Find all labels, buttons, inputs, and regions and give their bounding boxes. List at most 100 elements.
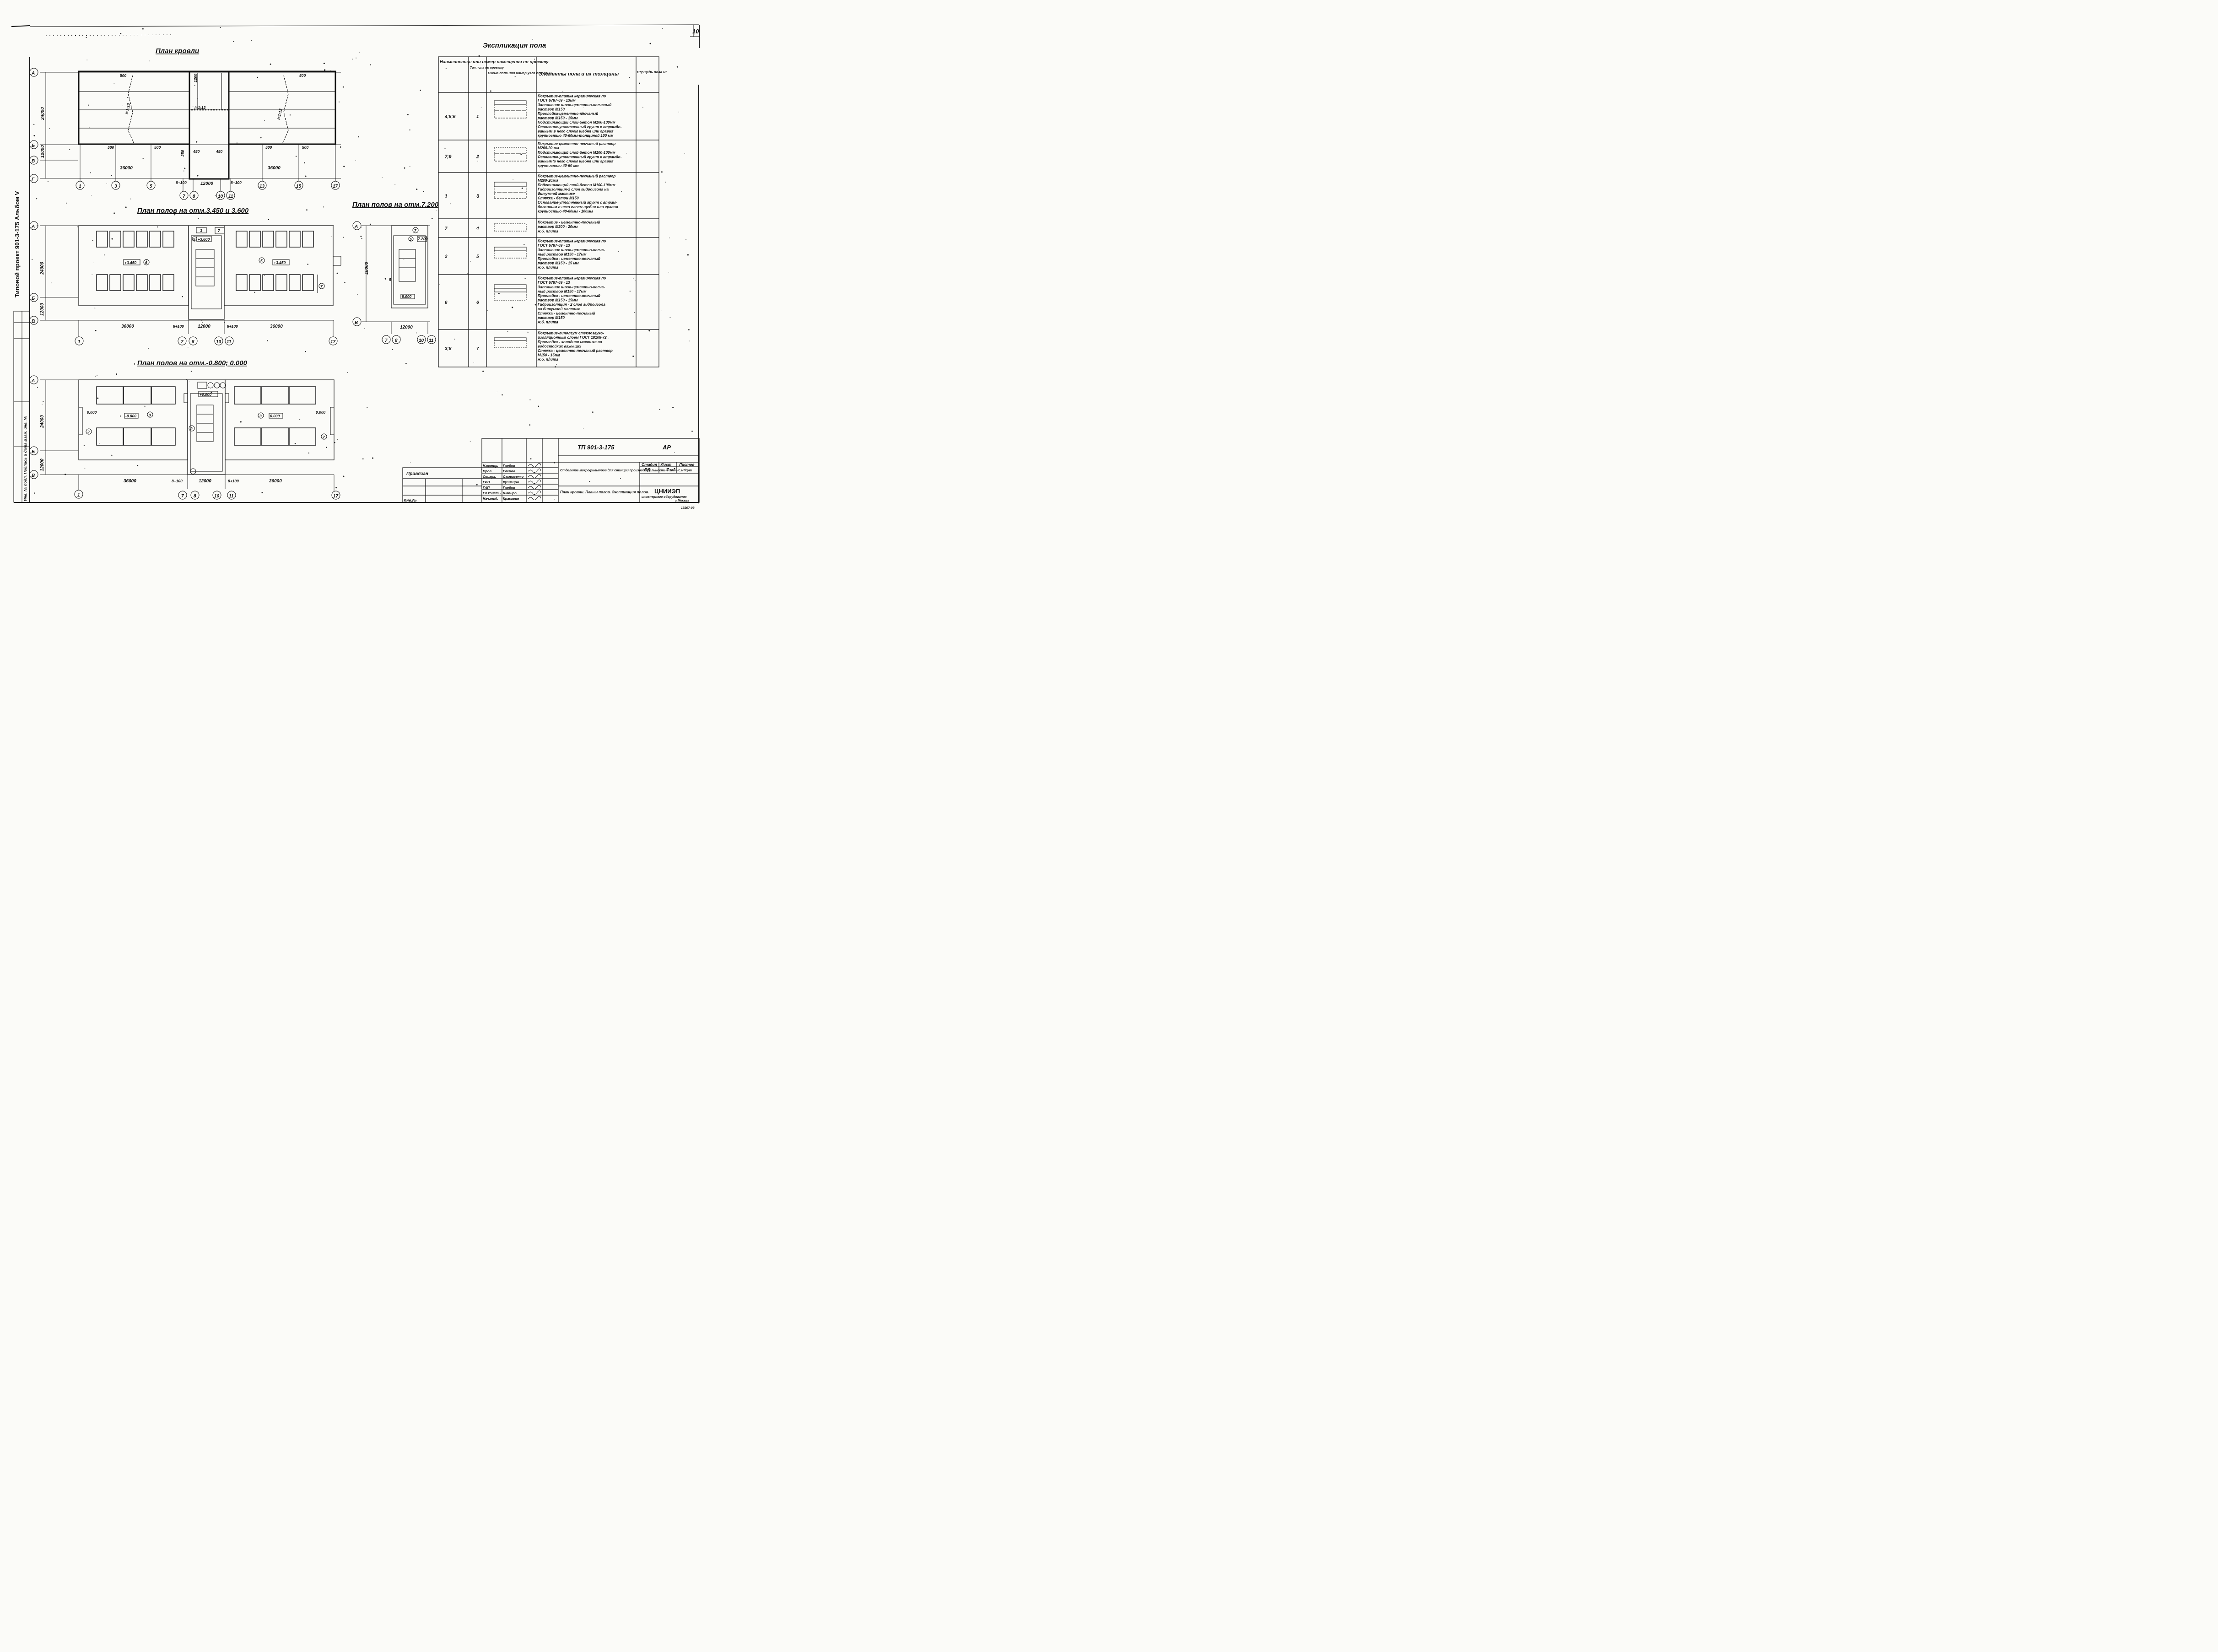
explication-element-line: Прослойка - цементно-песчаный [538,257,600,261]
scan-speck [405,362,407,364]
scan-speck [534,304,536,306]
scan-speck [186,379,187,380]
scan-speck [118,182,119,183]
roof-dim-450-b: 450 [216,149,222,154]
scan-speck [295,156,297,157]
staff-name: Красавин [503,497,519,501]
floor-3450-type-3: 7 [320,284,323,289]
scan-speck [360,235,362,237]
title-block-stage: РД [644,468,651,473]
explication-element-line: ГОСТ 6787-69 - 13мм [538,98,576,103]
explication-type-cell: 1 [476,114,479,119]
scan-speck [553,159,554,161]
scan-speck [343,166,345,167]
scan-speck [116,373,117,375]
roof-dim-12000-mid: 12000 [200,181,213,186]
roof-row-axis-a: А [31,71,35,76]
floor-0800-walls [78,379,335,475]
scan-speck [514,76,516,77]
scan-speck [92,240,93,241]
title-block-linked: Привязан [406,471,428,476]
explication-element-line: Заполнение швов-цементно-песчаный [538,103,611,107]
scan-speck [111,238,113,240]
floor-3450-axis-10: 10 [216,340,221,345]
explication-type-cell: 3 [476,194,479,199]
scan-speck [111,175,112,176]
floor-scheme-5 [494,247,527,259]
signature [528,479,541,484]
roof-axis-5: 5 [150,184,152,189]
scan-speck [340,146,341,148]
explication-element-line: ж.б. плита [537,229,558,233]
explication-elements-cell: Покрытие-линолеум стеклозвуко-изоляционн… [537,331,613,362]
scan-speck [635,280,637,281]
floor-7200-mark-2: 8.000 [402,294,412,299]
explication-room-cell: 4;5;6 [444,114,456,119]
staff-role: ГИП [483,480,490,484]
floor-0800-grid [40,379,335,492]
floor-7200-grid [362,225,430,334]
floor-7200-dim-12000: 12000 [400,325,413,330]
scan-speck [124,168,126,170]
floor-7200-axis-8: 8 [395,338,398,343]
floor-0800-row-axis-b: Б [32,449,35,454]
scan-speck [127,97,128,98]
scan-speck [97,397,99,399]
floor-3450-dim-off-r: 8+100 [227,324,238,329]
roof-axis-8: 8 [193,194,195,199]
roof-axis-7: 7 [183,194,185,199]
floor-0800-row-axis-c: В [32,473,35,478]
explication-header-type: Тип пола по проекту [470,66,504,70]
floor-plan-7200-title: План полов на отм.7.200 [352,201,439,209]
explication-element-line: на битумной мастике [538,307,580,311]
roof-slope-right: i=1:12 [276,108,283,120]
floor-0800-axis-1: 1 [77,493,80,498]
scan-speck [620,478,621,479]
scan-speck [113,212,115,214]
scan-speck [37,387,38,388]
scan-speck [634,312,635,313]
explication-title: Экспликация пола [483,42,546,49]
roof-axis-15: 15 [296,184,302,189]
scan-speck [184,167,186,169]
scan-speck [632,278,634,280]
floor-scheme-6 [494,284,527,301]
sheet-number: 10 [692,28,699,35]
roof-dim-450-a: 450 [193,149,200,154]
floor-0800-type-5: 2 [190,426,193,431]
scan-speck [37,225,38,227]
explication-element-line: Покрытие-линолеум стеклозвуко- [538,331,604,335]
scan-speck [144,405,146,407]
explication-header-area: Площадь пола м² [637,70,667,74]
scan-speck [529,424,531,426]
scan-speck [233,41,234,42]
floor-3450-row-axis-c: В [32,319,35,324]
floor-0800-mark-1: 0.000 [87,410,97,415]
scan-speck [134,363,135,365]
roof-grid-rows [40,72,341,179]
explication-element-line: Подстилающий слой-бетон М100-100мм [538,150,615,155]
roof-row-axes [29,68,38,183]
explication-type-cell: 7 [476,346,479,351]
floor-0800-type-4: 2 [322,435,325,439]
floor-3450-dim-36000-l: 36000 [121,324,134,329]
staff-role: Пров. [483,469,492,473]
floor-0800-row-axes [29,375,38,479]
explication-element-line: Заполнение швов-цементно-песча- [538,248,605,252]
scan-speck [512,307,513,308]
scan-speck [305,175,307,177]
scan-speck [468,63,469,65]
floor-3450-type-4: 5 [193,237,195,242]
explication-element-line: ГОСТ 6787-69 - 13 [538,281,570,285]
scan-speck [261,492,263,493]
scan-speck [639,82,641,84]
floor-7200-type-1: 7 [414,228,417,233]
explication-element-line: раствор М150 [537,107,565,111]
scan-speck [431,218,433,220]
floor-0800-tanks [96,386,316,446]
signature [528,463,541,467]
roof-axis-11: 11 [228,194,233,199]
scan-speck [99,443,100,444]
explication-element-line: М200-20мм [538,178,558,183]
explication-element-line: Подстилающий слой-бетон М100-100мм [538,120,615,124]
